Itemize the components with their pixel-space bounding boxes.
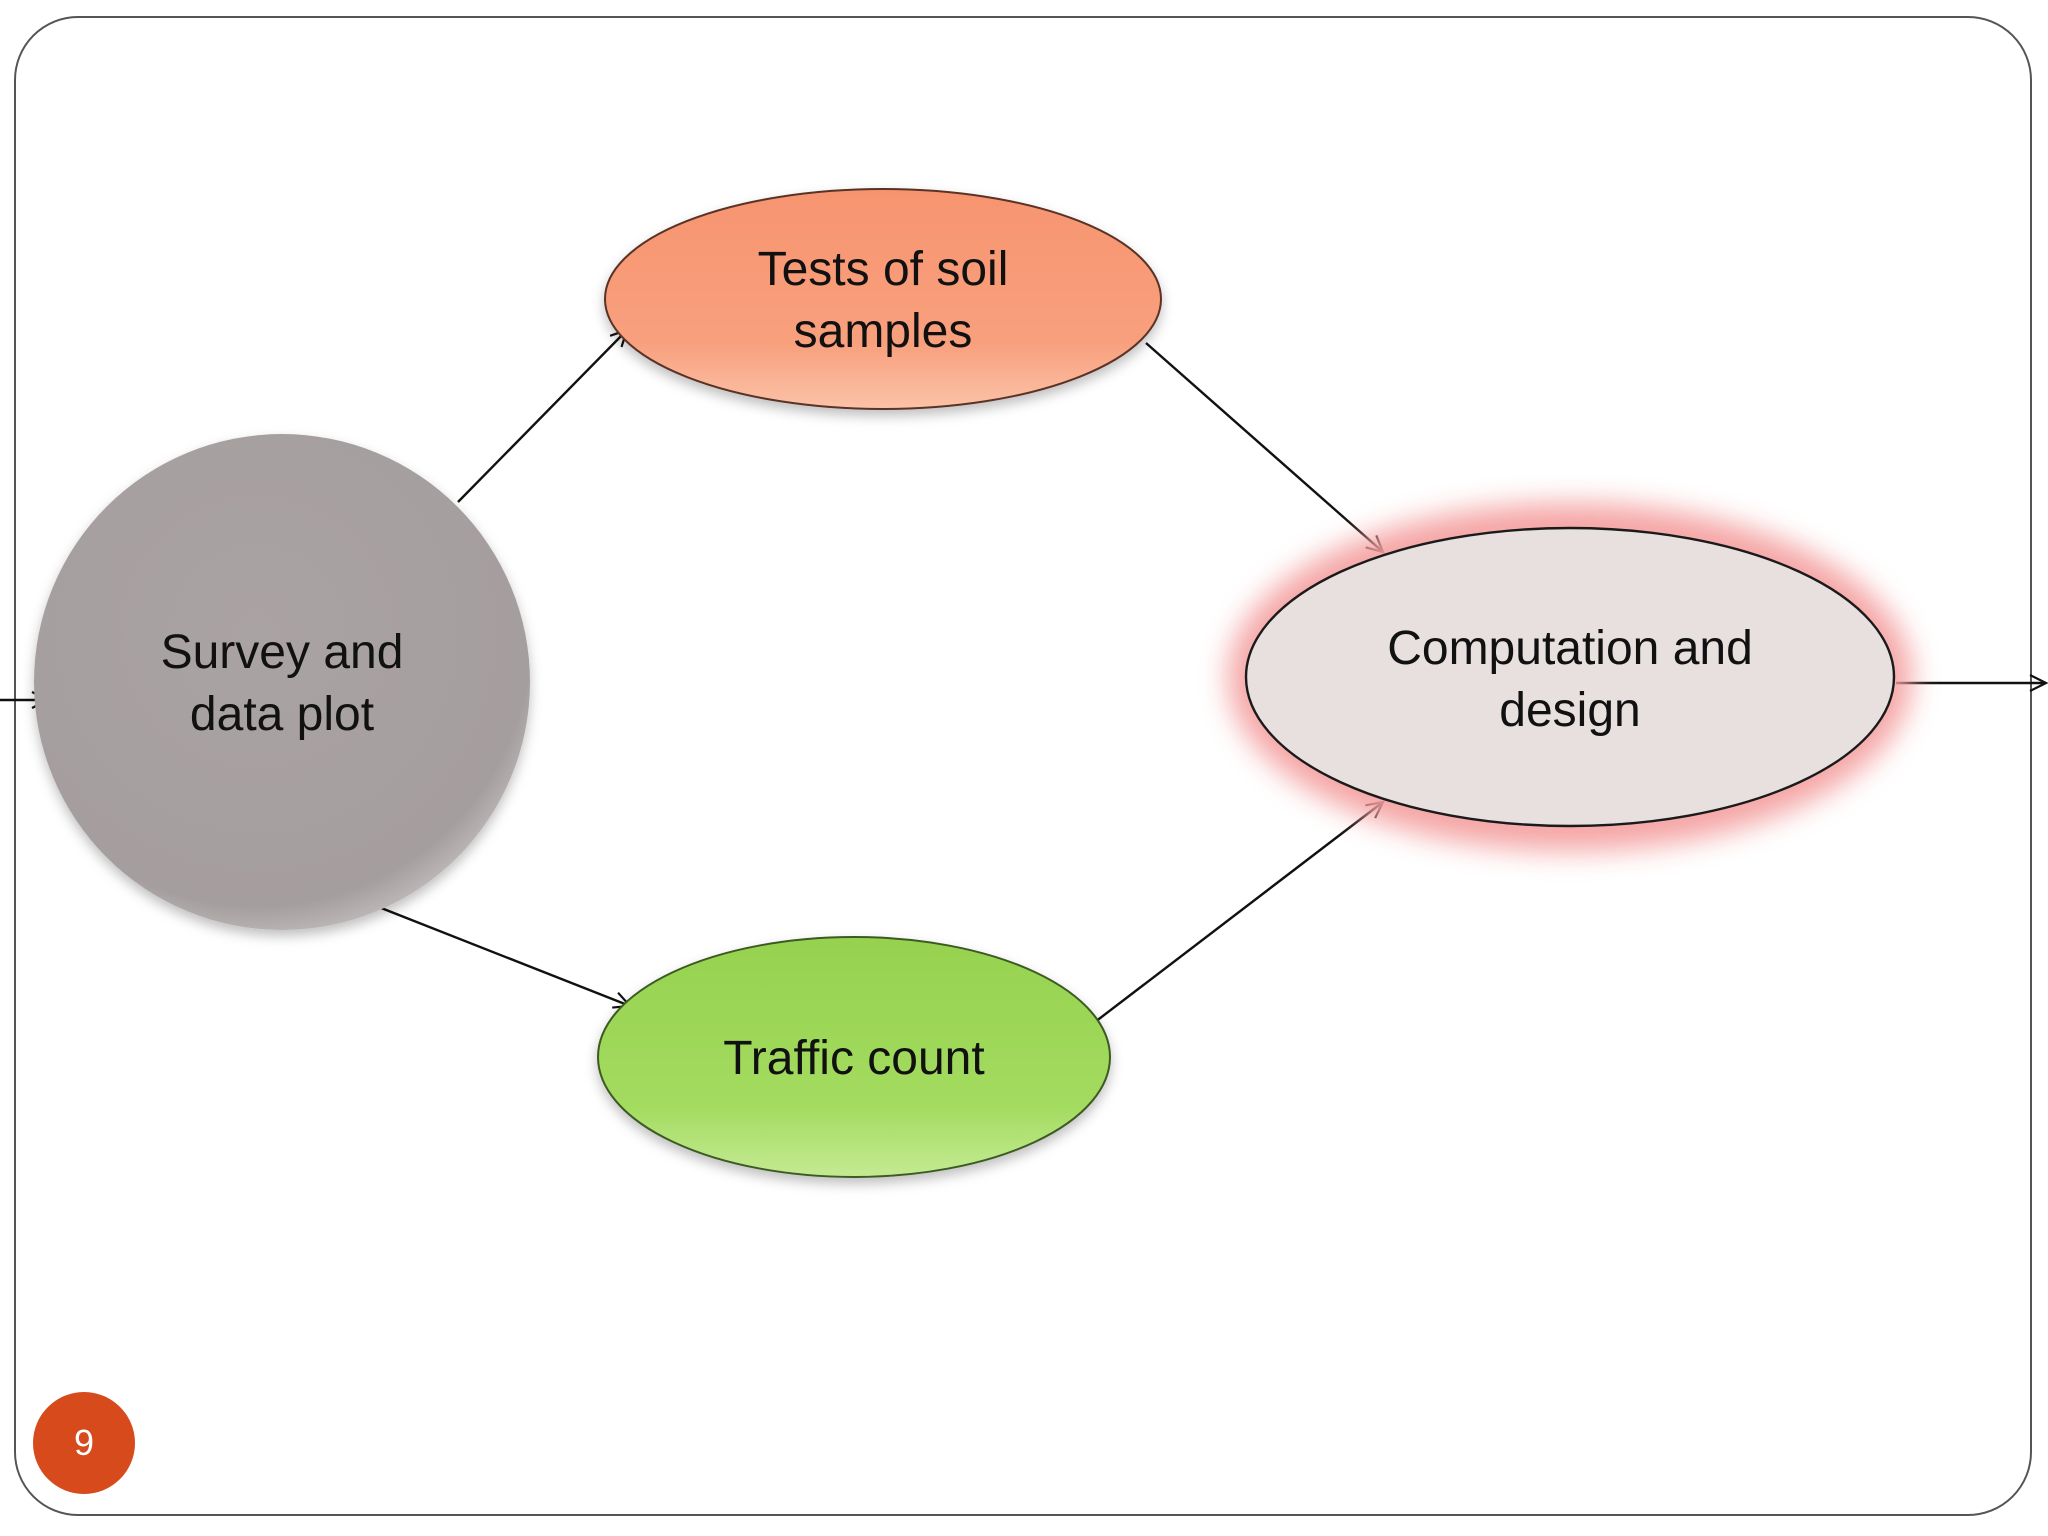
traffic-node-label: Traffic count — [723, 1032, 985, 1085]
slide-number: 9 — [73, 1422, 95, 1463]
soil-node-shape — [604, 188, 1162, 410]
arrow-soil-to-design — [1145, 342, 1383, 552]
slide-number-badge: 9 — [33, 1392, 135, 1494]
arrow-survey-to-soil — [457, 330, 627, 503]
design-node-label: Computation and design — [1387, 622, 1753, 737]
arrow-survey-to-traffic — [375, 904, 630, 1006]
survey-node-shape — [34, 434, 530, 930]
design-node-shape — [1244, 526, 1896, 828]
arrow-traffic-to-design — [1094, 802, 1383, 1023]
survey-node-label: Survey and data plot — [160, 626, 404, 741]
traffic-node-shape — [597, 936, 1111, 1178]
soil-node-label: Tests of soil samples — [757, 243, 1009, 358]
